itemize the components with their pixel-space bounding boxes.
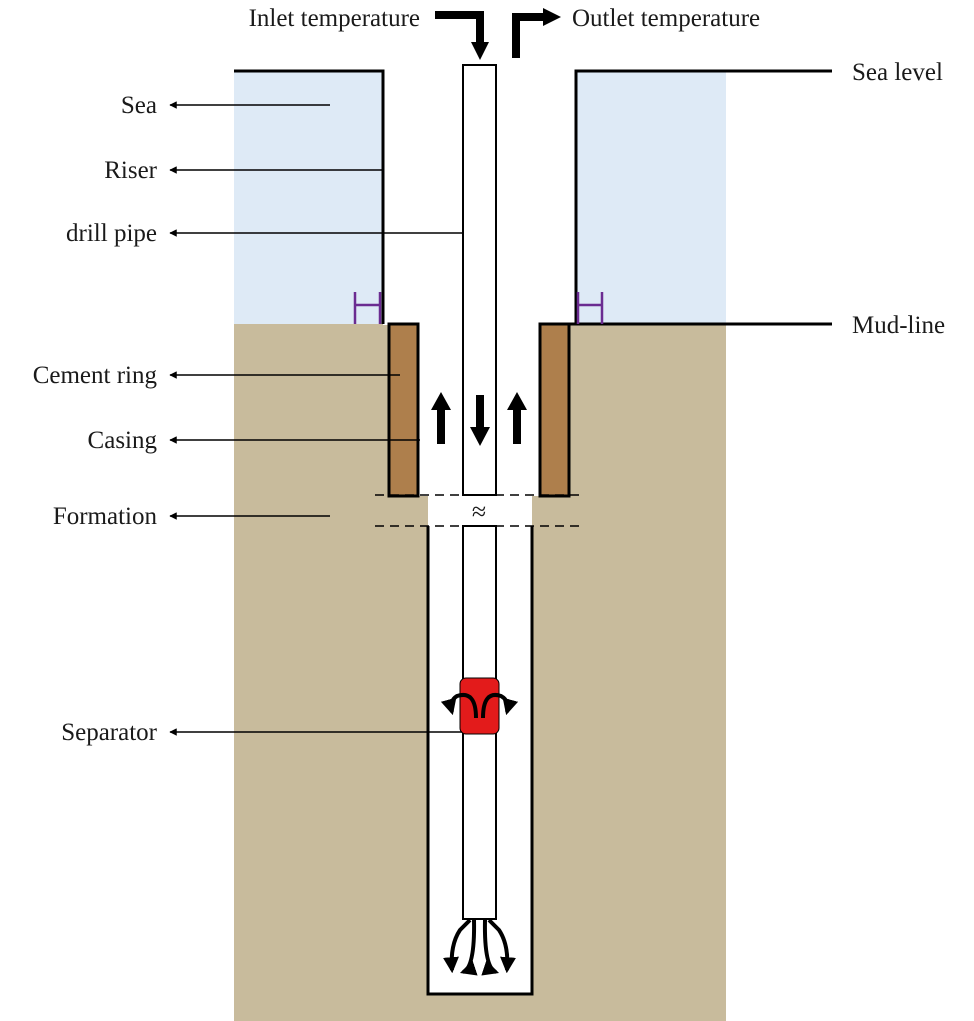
riser-label: Riser (104, 157, 157, 184)
leader-lines (169, 101, 464, 736)
formation-break-lines (375, 494, 580, 527)
annulus-up-arrow-left (431, 392, 451, 444)
break-symbol: ≈ (472, 497, 486, 526)
outlet-temperature-label: Outlet temperature (572, 5, 760, 32)
annulus-up-arrow-right (507, 392, 527, 444)
drill-pipe-label: drill pipe (66, 220, 157, 247)
sea-region-left (234, 71, 383, 324)
open-hole-wall (426, 526, 534, 996)
sea-region-right (576, 71, 726, 324)
casing-label: Casing (88, 427, 158, 454)
cement-ring-right (538, 322, 571, 498)
inlet-temperature-label: Inlet temperature (249, 5, 420, 32)
riser-wall-left (234, 69, 385, 324)
sea-level-label: Sea level (852, 59, 943, 86)
flange-left (353, 292, 382, 324)
bit-flow-arrows (443, 918, 516, 976)
cement-ring-left (387, 322, 420, 498)
mud-line-label: Mud-line (852, 312, 945, 339)
pipe-down-arrow (470, 395, 490, 446)
separator-flow-arrows (440, 693, 519, 719)
flange-right (576, 292, 604, 324)
sea-label: Sea (121, 92, 157, 119)
riser-wall-right (574, 69, 832, 324)
inlet-arrow (435, 11, 489, 60)
separator-label: Separator (61, 719, 157, 746)
separator-block (459, 677, 500, 735)
outlet-arrow (512, 8, 561, 58)
flow-arrows (431, 392, 527, 446)
cement-ring-label: Cement ring (33, 362, 158, 389)
formation-label: Formation (53, 503, 158, 530)
